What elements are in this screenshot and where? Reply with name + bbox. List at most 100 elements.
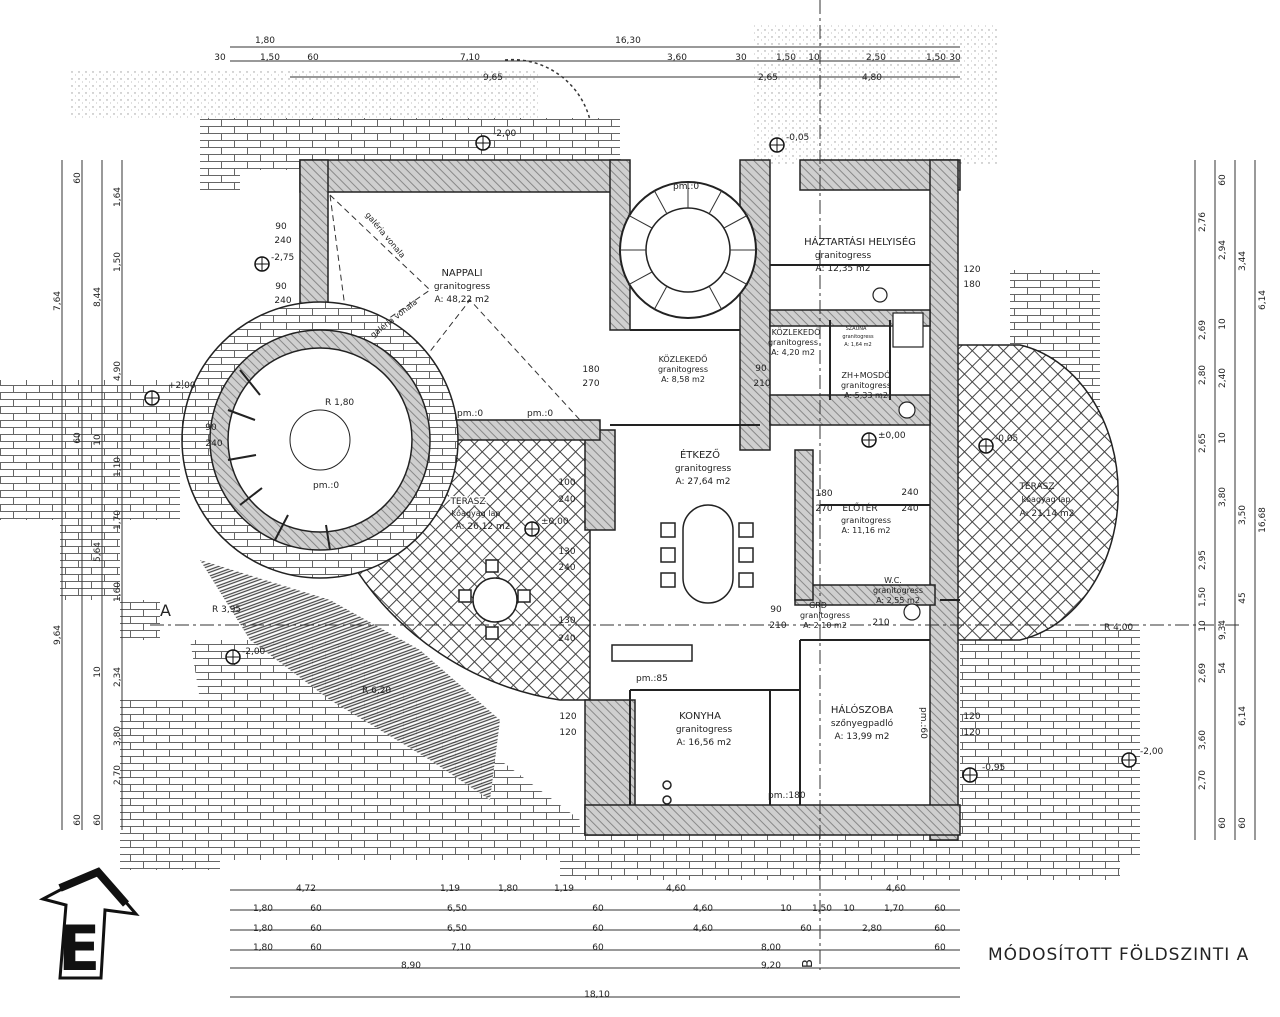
svg-text:±0,00: ±0,00 — [541, 517, 569, 527]
room-label-szauna-name: SZAUNA — [846, 326, 867, 332]
svg-text:7,64: 7,64 — [53, 291, 63, 311]
gravel-area-top-left — [70, 70, 540, 120]
north-arrow — [38, 867, 140, 980]
svg-text:2,95: 2,95 — [1198, 550, 1208, 570]
radius-label-4: R 4,00 — [1104, 623, 1133, 633]
svg-text:240: 240 — [205, 439, 222, 449]
svg-text:-2,00: -2,00 — [493, 129, 517, 139]
level-marker: -2,75 — [254, 253, 294, 272]
room-label-zh-floor: granitogress — [841, 381, 891, 390]
svg-text:30: 30 — [949, 53, 961, 63]
svg-text:2,76: 2,76 — [1198, 212, 1208, 232]
gravel-area-top-right — [752, 25, 997, 165]
room-label-kozlekedo1-area: A: 8,58 m2 — [661, 375, 705, 384]
svg-text:60: 60 — [93, 814, 103, 826]
svg-text:240: 240 — [274, 236, 291, 246]
room-label-kozlekedo2-area: A: 4,20 m2 — [771, 348, 815, 357]
svg-text:2,80: 2,80 — [1198, 365, 1208, 385]
gallery-outline — [329, 193, 581, 421]
round-tower — [181, 301, 459, 579]
svg-text:60: 60 — [73, 814, 83, 826]
svg-text:-2,75: -2,75 — [271, 253, 294, 263]
svg-text:60: 60 — [800, 924, 812, 934]
svg-text:10: 10 — [1218, 432, 1228, 444]
room-label-kozlekedo1-floor: granitogress — [658, 365, 708, 374]
drawing-title: MÓDOSÍTOTT FÖLDSZINTI A — [988, 943, 1249, 965]
room-label-grd-area: A: 2,10 m2 — [803, 621, 847, 630]
room-label-terasz1-name-ink: TERASZ — [449, 497, 485, 507]
svg-text:60: 60 — [592, 943, 604, 953]
svg-text:1,19: 1,19 — [554, 884, 574, 894]
svg-text:4,60: 4,60 — [666, 884, 686, 894]
svg-text:60: 60 — [73, 172, 83, 184]
svg-text:16,30: 16,30 — [615, 36, 641, 46]
pm-label-4: pm.:0 — [673, 182, 699, 192]
svg-text:2,50: 2,50 — [866, 53, 886, 63]
room-label-haztartasi-area: A: 12,35 m2 — [815, 264, 870, 274]
room-label-eloter-name: ELŐTÉR — [842, 502, 877, 514]
radius-label-2: R 3,95 — [212, 605, 241, 615]
room-label-etkezo-area: A: 27,64 m2 — [675, 477, 730, 487]
svg-text:54: 54 — [1218, 662, 1228, 674]
svg-text:5,64: 5,64 — [93, 542, 103, 562]
svg-text:3,50: 3,50 — [1238, 505, 1248, 525]
svg-text:60: 60 — [1218, 817, 1228, 829]
dimensions-right: 60 2,76 2,94 3,44 2,69 10 2,80 2,40 6,14… — [1198, 174, 1268, 829]
svg-text:60: 60 — [592, 904, 604, 914]
svg-text:60: 60 — [1238, 817, 1248, 829]
svg-text:6,14: 6,14 — [1258, 290, 1268, 310]
room-label-grd-name: GRD — [809, 601, 827, 610]
svg-text:-0,05: -0,05 — [786, 133, 809, 143]
svg-text:-2,00: -2,00 — [1140, 747, 1164, 757]
svg-text:10: 10 — [93, 434, 103, 446]
svg-text:120: 120 — [963, 712, 980, 722]
room-label-zh-area: A: 5,33 m2 — [844, 391, 888, 400]
svg-text:1,80: 1,80 — [253, 924, 273, 934]
dining-table — [660, 504, 754, 604]
svg-text:10: 10 — [1218, 318, 1228, 330]
svg-text:+2,00: +2,00 — [168, 381, 196, 391]
svg-text:8,90: 8,90 — [401, 961, 421, 971]
svg-text:4,60: 4,60 — [886, 884, 906, 894]
svg-text:-0,95: -0,95 — [982, 763, 1005, 773]
svg-text:240: 240 — [901, 504, 918, 514]
svg-text:90: 90 — [755, 364, 767, 374]
room-label-wc-name: W.C. — [884, 576, 902, 585]
room-label-szauna-floor: granitogress — [842, 334, 874, 340]
svg-text:10: 10 — [1198, 620, 1208, 632]
svg-text:1,50: 1,50 — [1198, 587, 1208, 607]
svg-text:18,10: 18,10 — [584, 990, 610, 1000]
svg-text:1,50: 1,50 — [776, 53, 796, 63]
level-marker: -0,95 — [962, 763, 1005, 783]
svg-text:60: 60 — [934, 904, 946, 914]
room-label-haloszoba-name: HÁLÓSZOBA — [831, 703, 893, 716]
svg-text:1,50: 1,50 — [113, 252, 123, 272]
svg-text:10: 10 — [93, 666, 103, 678]
room-label-haloszoba-floor: szőnyegpadló — [831, 718, 894, 729]
svg-text:4,60: 4,60 — [693, 904, 713, 914]
svg-text:6,50: 6,50 — [447, 904, 467, 914]
svg-text:±0,00: ±0,00 — [878, 431, 906, 441]
pm-label-2: pm.:0 — [527, 409, 553, 419]
opening-labels: 90 240 90 240 180 270 90 210 120 180 240… — [205, 222, 981, 738]
inner-walls — [610, 264, 960, 805]
svg-text:7,10: 7,10 — [460, 53, 480, 63]
pm-label-180: pm.:180 — [768, 791, 806, 801]
level-marker: -2,00 — [475, 129, 517, 151]
room-label-terasz1-area: A: 26,12 m2 — [455, 522, 510, 532]
svg-text:1,50: 1,50 — [260, 53, 280, 63]
svg-text:2,40: 2,40 — [1218, 368, 1228, 388]
gallery-line-label-1: galéria vonala — [363, 210, 407, 260]
room-label-eloter-floor: granitogress — [841, 516, 891, 525]
level-marker: ±0,00 — [524, 517, 569, 537]
svg-text:60: 60 — [592, 924, 604, 934]
svg-text:120: 120 — [559, 712, 576, 722]
brick-paving-top — [200, 118, 620, 190]
level-marker: +2,00 — [144, 381, 196, 406]
svg-text:120: 120 — [963, 265, 980, 275]
room-label-kozlekedo2-floor: granitogress — [768, 338, 818, 347]
room-label-szauna-area: A: 1,64 m2 — [844, 342, 871, 348]
room-label-terasz2-area: A: 21,14 m2 — [1019, 509, 1074, 519]
svg-text:210: 210 — [872, 618, 889, 628]
